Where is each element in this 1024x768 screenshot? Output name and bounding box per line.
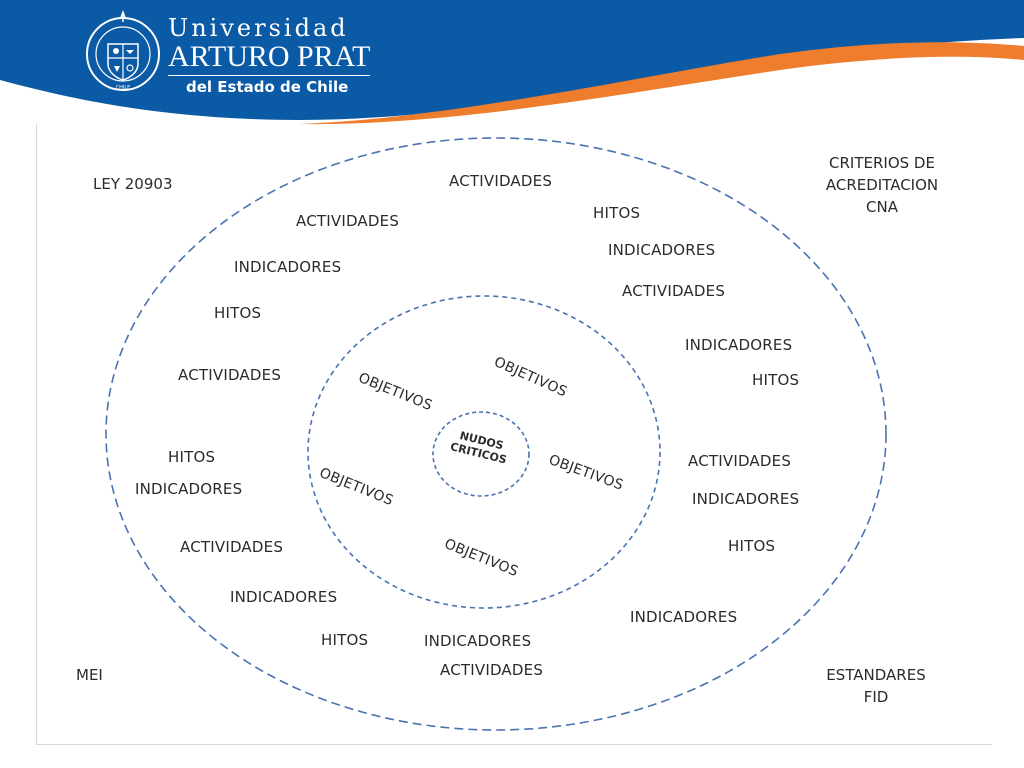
center-ring <box>432 411 530 497</box>
middle-ring <box>307 295 661 609</box>
outer-label: HITOS <box>593 204 641 222</box>
banner-orange-wave <box>300 42 1024 125</box>
outer-label: ACTIVIDADES <box>180 538 284 556</box>
outer-label: INDICADORES <box>692 490 800 508</box>
outer-label: ACTIVIDADES <box>688 452 792 470</box>
logo-estado-chile: del Estado de Chile <box>186 78 349 96</box>
outer-label: INDICADORES <box>608 241 716 259</box>
outer-label: INDICADORES <box>230 588 338 606</box>
outer-label: INDICADORES <box>630 608 738 626</box>
outer-label: HITOS <box>728 537 776 555</box>
corner-mei: MEI <box>76 666 103 684</box>
outer-label: INDICADORES <box>234 258 342 276</box>
outer-label: HITOS <box>752 371 800 389</box>
corner-criterios-line2: ACREDITACION <box>825 176 939 194</box>
outer-label: ACTIVIDADES <box>449 172 553 190</box>
university-seal-icon: CHILE <box>86 10 160 91</box>
header-banner <box>0 0 1024 125</box>
corner-ley: LEY 20903 <box>93 175 173 193</box>
outer-label: INDICADORES <box>685 336 793 354</box>
outer-label: ACTIVIDADES <box>440 661 544 679</box>
outer-ring <box>105 137 887 731</box>
corner-estandares-line1: ESTANDARES <box>826 666 926 684</box>
outer-label: HITOS <box>168 448 216 466</box>
outer-label: INDICADORES <box>424 632 532 650</box>
university-logo-text: Universidad ARTURO PRAT del Estado de Ch… <box>168 14 371 98</box>
banner-blue-wave <box>0 0 1024 120</box>
corner-estandares: ESTANDARES FID <box>810 664 942 708</box>
corner-criterios-line3: CNA <box>866 198 898 216</box>
outer-label: HITOS <box>214 304 262 322</box>
outer-label: ACTIVIDADES <box>178 366 282 384</box>
corner-criterios: CRITERIOS DE ACREDITACION CNA <box>812 152 952 218</box>
outer-label: ACTIVIDADES <box>296 212 400 230</box>
outer-label: HITOS <box>321 631 369 649</box>
slide-frame <box>36 124 992 745</box>
logo-universidad: Universidad <box>168 14 349 42</box>
corner-estandares-line2: FID <box>863 688 889 706</box>
outer-label: ACTIVIDADES <box>622 282 726 300</box>
logo-arturo-prat: ARTURO PRAT <box>168 42 371 76</box>
outer-label: INDICADORES <box>135 480 243 498</box>
seal-text-bottom: CHILE <box>116 85 131 91</box>
corner-criterios-line1: CRITERIOS DE <box>829 154 935 172</box>
